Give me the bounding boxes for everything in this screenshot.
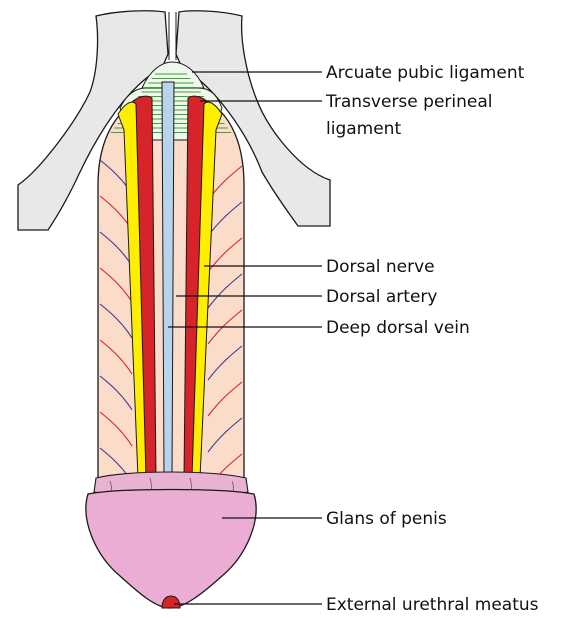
label-external-urethral-meatus: External urethral meatus	[326, 595, 539, 615]
label-dorsal-artery: Dorsal artery	[326, 287, 437, 307]
label-dorsal-nerve: Dorsal nerve	[326, 257, 435, 277]
label-transverse-perineal-line1: Transverse perineal	[325, 92, 493, 112]
label-glans-of-penis: Glans of penis	[326, 509, 447, 529]
label-arcuate-pubic-ligament: Arcuate pubic ligament	[326, 63, 525, 83]
label-transverse-perineal-line2: ligament	[326, 119, 401, 139]
deep-dorsal-vein	[162, 82, 174, 478]
glans-penis	[86, 490, 256, 609]
label-deep-dorsal-vein: Deep dorsal vein	[326, 318, 470, 338]
